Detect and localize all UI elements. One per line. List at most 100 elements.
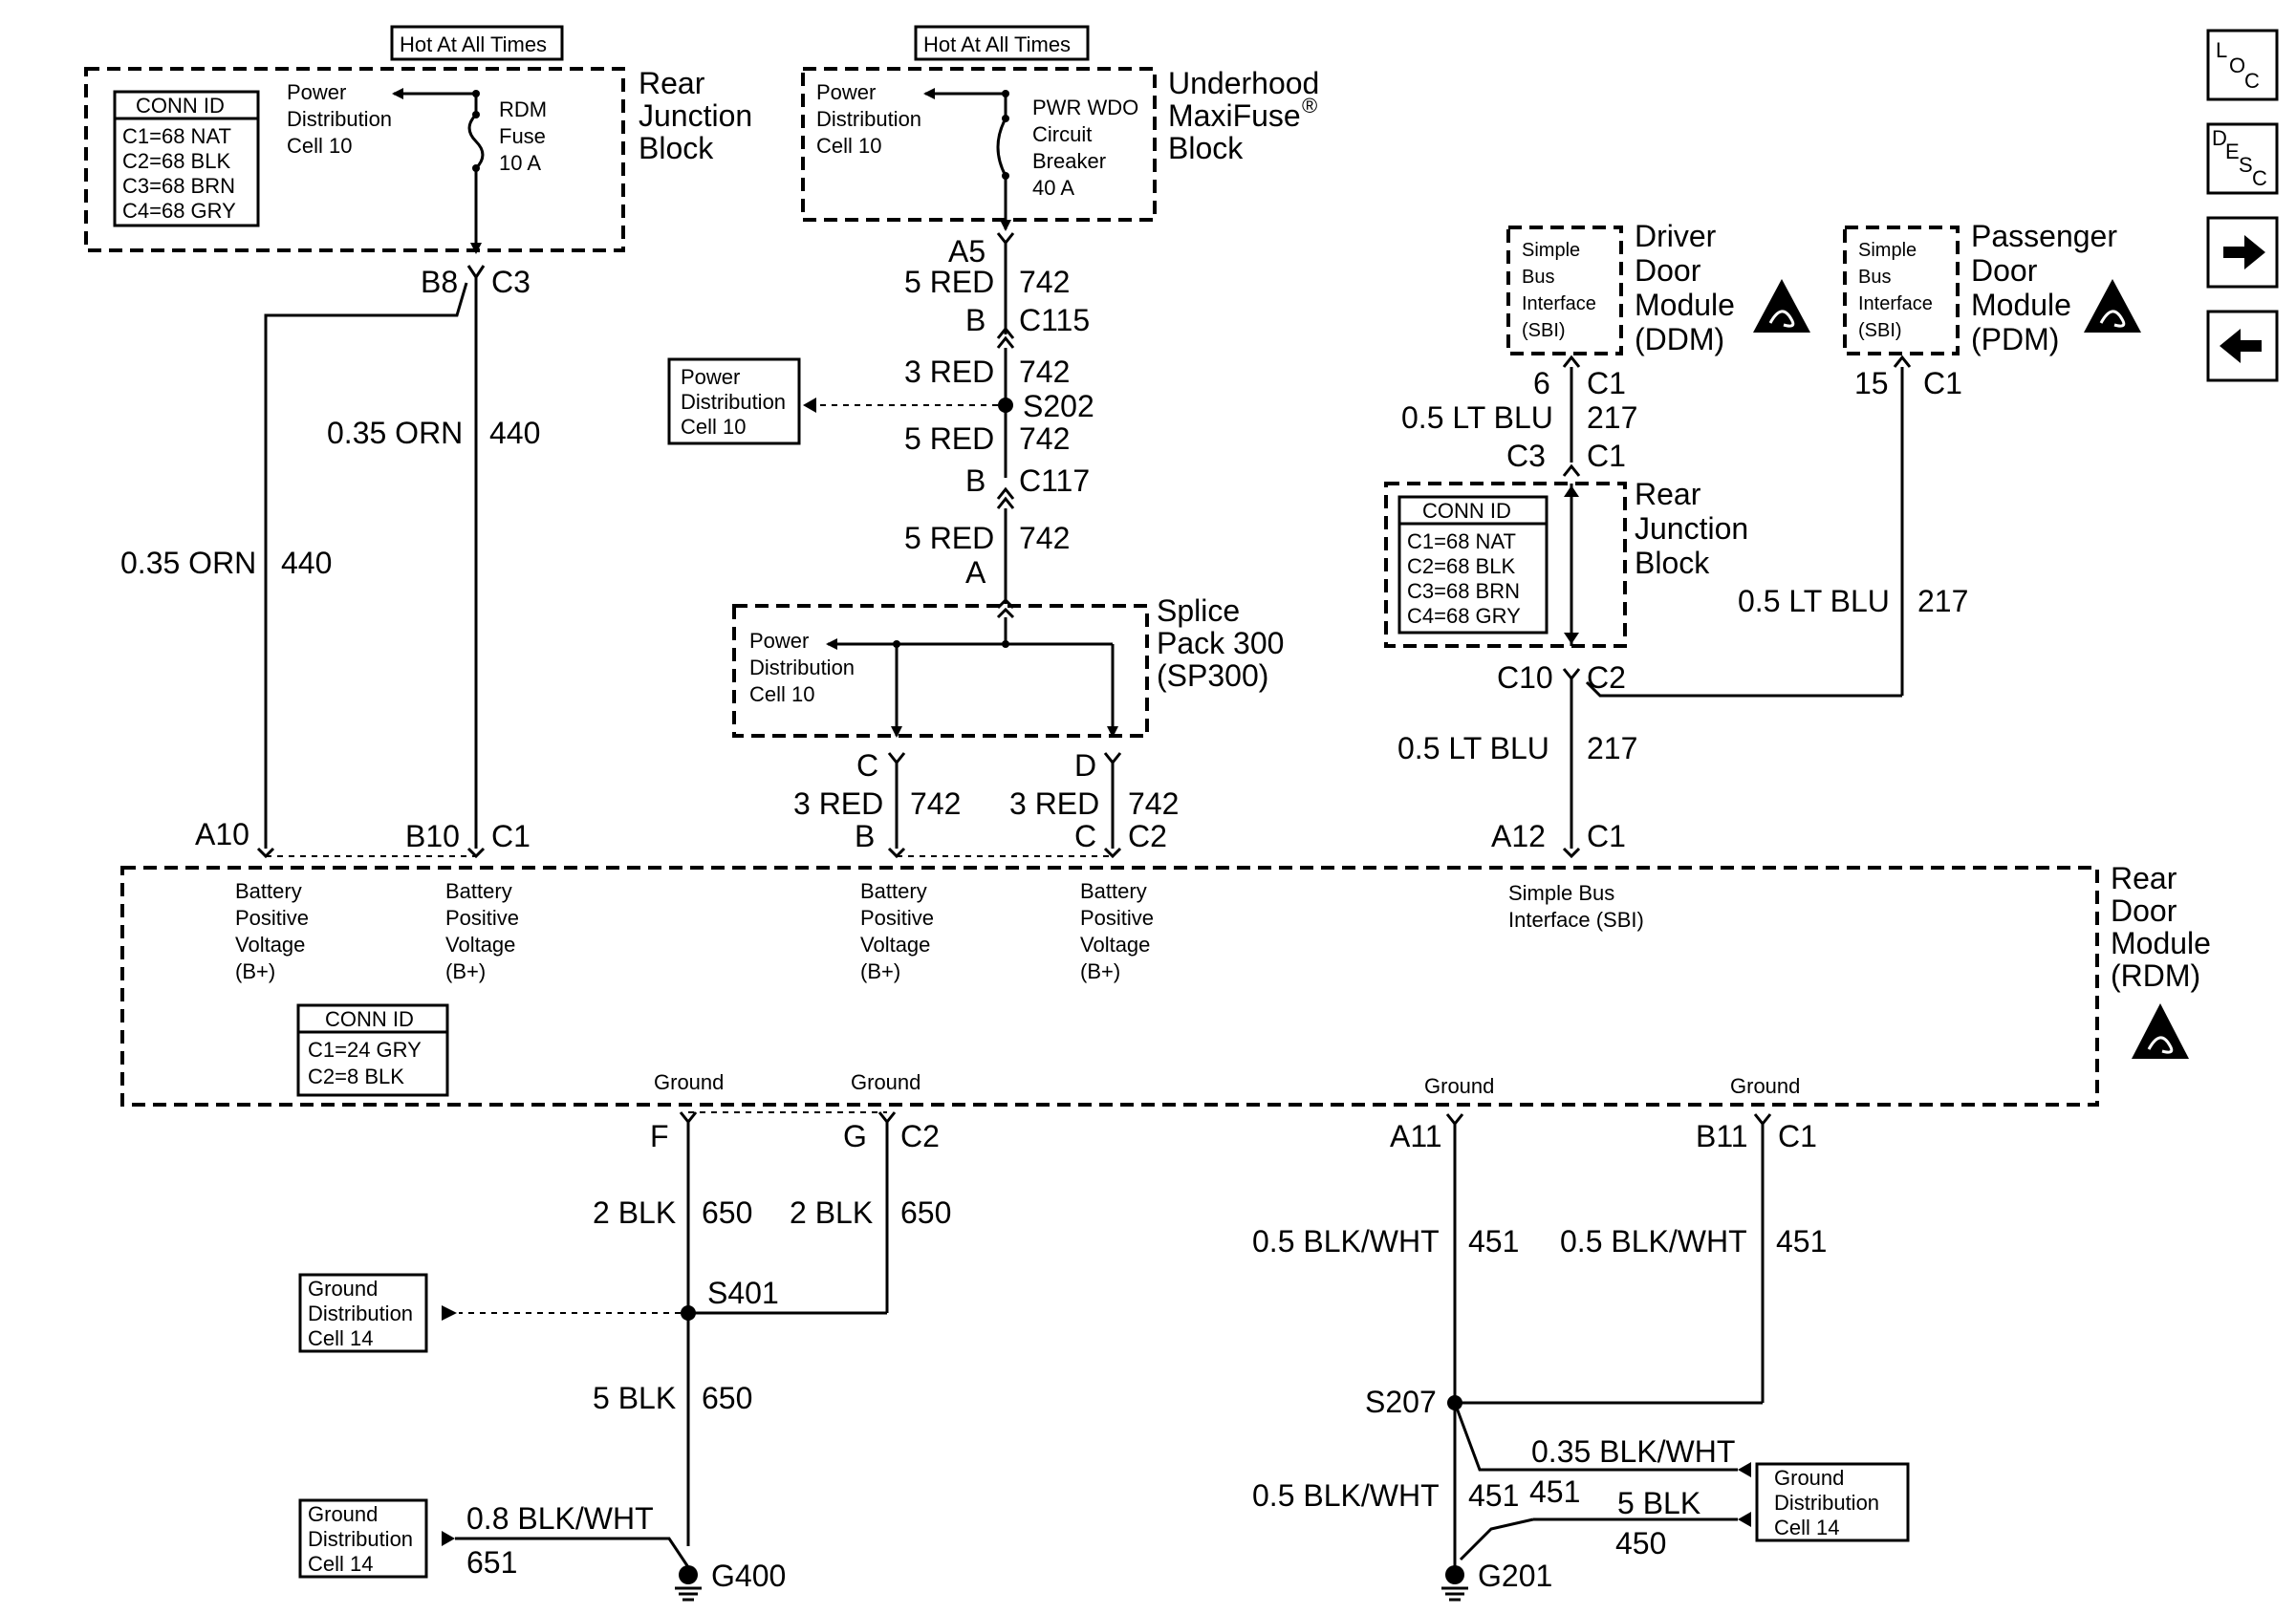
svg-text:B11: B11 xyxy=(1696,1119,1748,1153)
svg-text:C1=68 NAT: C1=68 NAT xyxy=(1407,529,1516,553)
desc-button[interactable]: D E S C xyxy=(2206,122,2279,195)
ground-symbol-icon xyxy=(1441,1586,1468,1602)
svg-text:Power: Power xyxy=(287,80,346,104)
svg-text:(DDM): (DDM) xyxy=(1635,322,1724,356)
svg-text:15: 15 xyxy=(1854,366,1889,400)
svg-text:C2: C2 xyxy=(1587,660,1626,695)
svg-text:Block: Block xyxy=(639,131,714,165)
svg-text:(SBI): (SBI) xyxy=(1858,320,1902,341)
prev-page-button[interactable] xyxy=(2206,310,2279,382)
rdm-conn-id-table: CONN ID C1=24 GRY C2=8 BLK xyxy=(296,1003,449,1097)
svg-text:Ground: Ground xyxy=(308,1502,378,1526)
hot-at-all-times-center: Hot At All Times xyxy=(914,25,1090,61)
svg-text:C1: C1 xyxy=(1923,366,1962,400)
svg-text:Hot At All Times: Hot At All Times xyxy=(923,32,1071,56)
rdm-fuse-icon xyxy=(467,113,485,170)
svg-text:Power: Power xyxy=(816,80,876,104)
svg-text:0.5 BLK/WHT: 0.5 BLK/WHT xyxy=(1560,1224,1747,1259)
svg-text:0.35 ORN: 0.35 ORN xyxy=(327,416,463,450)
svg-text:Hot At All Times: Hot At All Times xyxy=(400,32,547,56)
svg-text:F: F xyxy=(650,1119,669,1153)
rear-junction-block-right-label: Rear Junction Block xyxy=(1635,477,1748,580)
rdm-sbi-label: Simple Bus Interface (SBI) xyxy=(1508,881,1644,932)
svg-text:Battery: Battery xyxy=(235,879,302,903)
uhb-power-distribution-link[interactable]: Power Distribution Cell 10 xyxy=(816,80,921,158)
svg-text:450: 450 xyxy=(1615,1526,1666,1560)
svg-text:3 RED: 3 RED xyxy=(793,786,883,821)
splice-s202 xyxy=(998,398,1013,413)
svg-text:Positive: Positive xyxy=(1080,906,1154,930)
svg-text:E: E xyxy=(2225,140,2240,163)
svg-text:217: 217 xyxy=(1587,400,1637,435)
ground-label-f: Ground xyxy=(654,1070,724,1094)
wire-440-left xyxy=(264,282,468,849)
svg-text:D: D xyxy=(1074,748,1096,783)
sp300-power-distribution-link[interactable]: Power Distribution Cell 10 xyxy=(749,629,855,706)
power-distribution-link-left[interactable]: Power Distribution Cell 10 xyxy=(667,357,801,445)
svg-text:CONN ID: CONN ID xyxy=(325,1007,414,1031)
svg-text:Bus: Bus xyxy=(1858,267,1891,288)
svg-text:CONN ID: CONN ID xyxy=(1422,499,1511,523)
svg-text:C4=68 GRY: C4=68 GRY xyxy=(122,199,236,223)
svg-text:Rear: Rear xyxy=(639,66,705,100)
svg-text:Block: Block xyxy=(1635,546,1710,580)
driver-door-module-label: Driver Door Module (DDM) xyxy=(1635,219,1735,356)
svg-text:Positive: Positive xyxy=(445,906,519,930)
svg-text:440: 440 xyxy=(489,416,540,450)
svg-text:0.5 LT BLU: 0.5 LT BLU xyxy=(1401,400,1553,435)
svg-text:Distribution: Distribution xyxy=(308,1527,413,1551)
svg-text:Distribution: Distribution xyxy=(749,656,855,679)
svg-text:(SP300): (SP300) xyxy=(1157,658,1268,693)
svg-text:C1: C1 xyxy=(1587,439,1626,473)
svg-text:Simple Bus: Simple Bus xyxy=(1508,881,1614,905)
svg-text:C2=68 BLK: C2=68 BLK xyxy=(122,149,230,173)
svg-text:742: 742 xyxy=(1128,786,1179,821)
svg-text:C1: C1 xyxy=(1587,366,1626,400)
svg-text:C1: C1 xyxy=(1778,1119,1817,1153)
svg-text:B10: B10 xyxy=(405,819,460,853)
svg-text:3 RED: 3 RED xyxy=(1009,786,1099,821)
pin-c3: C3 xyxy=(491,265,531,299)
svg-text:C: C xyxy=(856,748,878,783)
svg-text:3 RED: 3 RED xyxy=(904,355,994,389)
right-arrow-icon xyxy=(2223,235,2265,269)
svg-text:0.35 BLK/WHT: 0.35 BLK/WHT xyxy=(1531,1434,1735,1469)
svg-text:G201: G201 xyxy=(1478,1559,1552,1593)
c115-pin-b: B xyxy=(965,303,986,337)
svg-text:Voltage: Voltage xyxy=(445,933,515,957)
svg-text:Cell 10: Cell 10 xyxy=(287,134,352,158)
ground-distribution-link-2[interactable]: Ground Distribution Cell 14 xyxy=(298,1498,428,1579)
svg-text:Cell 10: Cell 10 xyxy=(816,134,881,158)
svg-text:2 BLK: 2 BLK xyxy=(593,1195,676,1230)
svg-text:Power: Power xyxy=(681,365,740,389)
svg-text:10 A: 10 A xyxy=(499,151,541,175)
ground-label-b11: Ground xyxy=(1730,1074,1800,1098)
next-page-button[interactable] xyxy=(2206,216,2279,289)
esd-warning-icon xyxy=(2084,279,2141,333)
rjb-power-distribution-link[interactable]: Power Distribution Cell 10 xyxy=(287,80,392,158)
svg-text:Driver: Driver xyxy=(1635,219,1717,253)
svg-text:Module: Module xyxy=(1635,288,1735,322)
ddm-sbi-label: Simple Bus Interface (SBI) xyxy=(1522,240,1596,341)
svg-text:C2: C2 xyxy=(900,1119,940,1153)
svg-text:C: C xyxy=(2244,69,2260,93)
svg-text:451: 451 xyxy=(1468,1224,1519,1259)
ground-distribution-link-3[interactable]: Ground Distribution Cell 14 xyxy=(1755,1462,1910,1542)
svg-text:650: 650 xyxy=(702,1381,752,1415)
svg-text:Distribution: Distribution xyxy=(287,107,392,131)
svg-text:Rear: Rear xyxy=(2111,861,2177,895)
svg-text:C1: C1 xyxy=(1587,819,1626,853)
svg-text:A11: A11 xyxy=(1390,1119,1442,1153)
loc-button[interactable]: L O C xyxy=(2206,29,2279,101)
svg-text:Passenger: Passenger xyxy=(1971,219,2117,253)
svg-text:Cell 10: Cell 10 xyxy=(749,682,814,706)
battery-positive-voltage-a10: Battery Positive Voltage (B+) xyxy=(235,879,309,983)
splice-pack-300-label: Splice Pack 300 (SP300) xyxy=(1157,593,1284,693)
ground-distribution-link-1[interactable]: Ground Distribution Cell 14 xyxy=(298,1273,428,1353)
svg-text:C3=68 BRN: C3=68 BRN xyxy=(122,174,235,198)
svg-text:0.5 LT BLU: 0.5 LT BLU xyxy=(1738,584,1890,618)
svg-text:0.5 BLK/WHT: 0.5 BLK/WHT xyxy=(1252,1224,1440,1259)
svg-text:C: C xyxy=(1074,819,1096,853)
